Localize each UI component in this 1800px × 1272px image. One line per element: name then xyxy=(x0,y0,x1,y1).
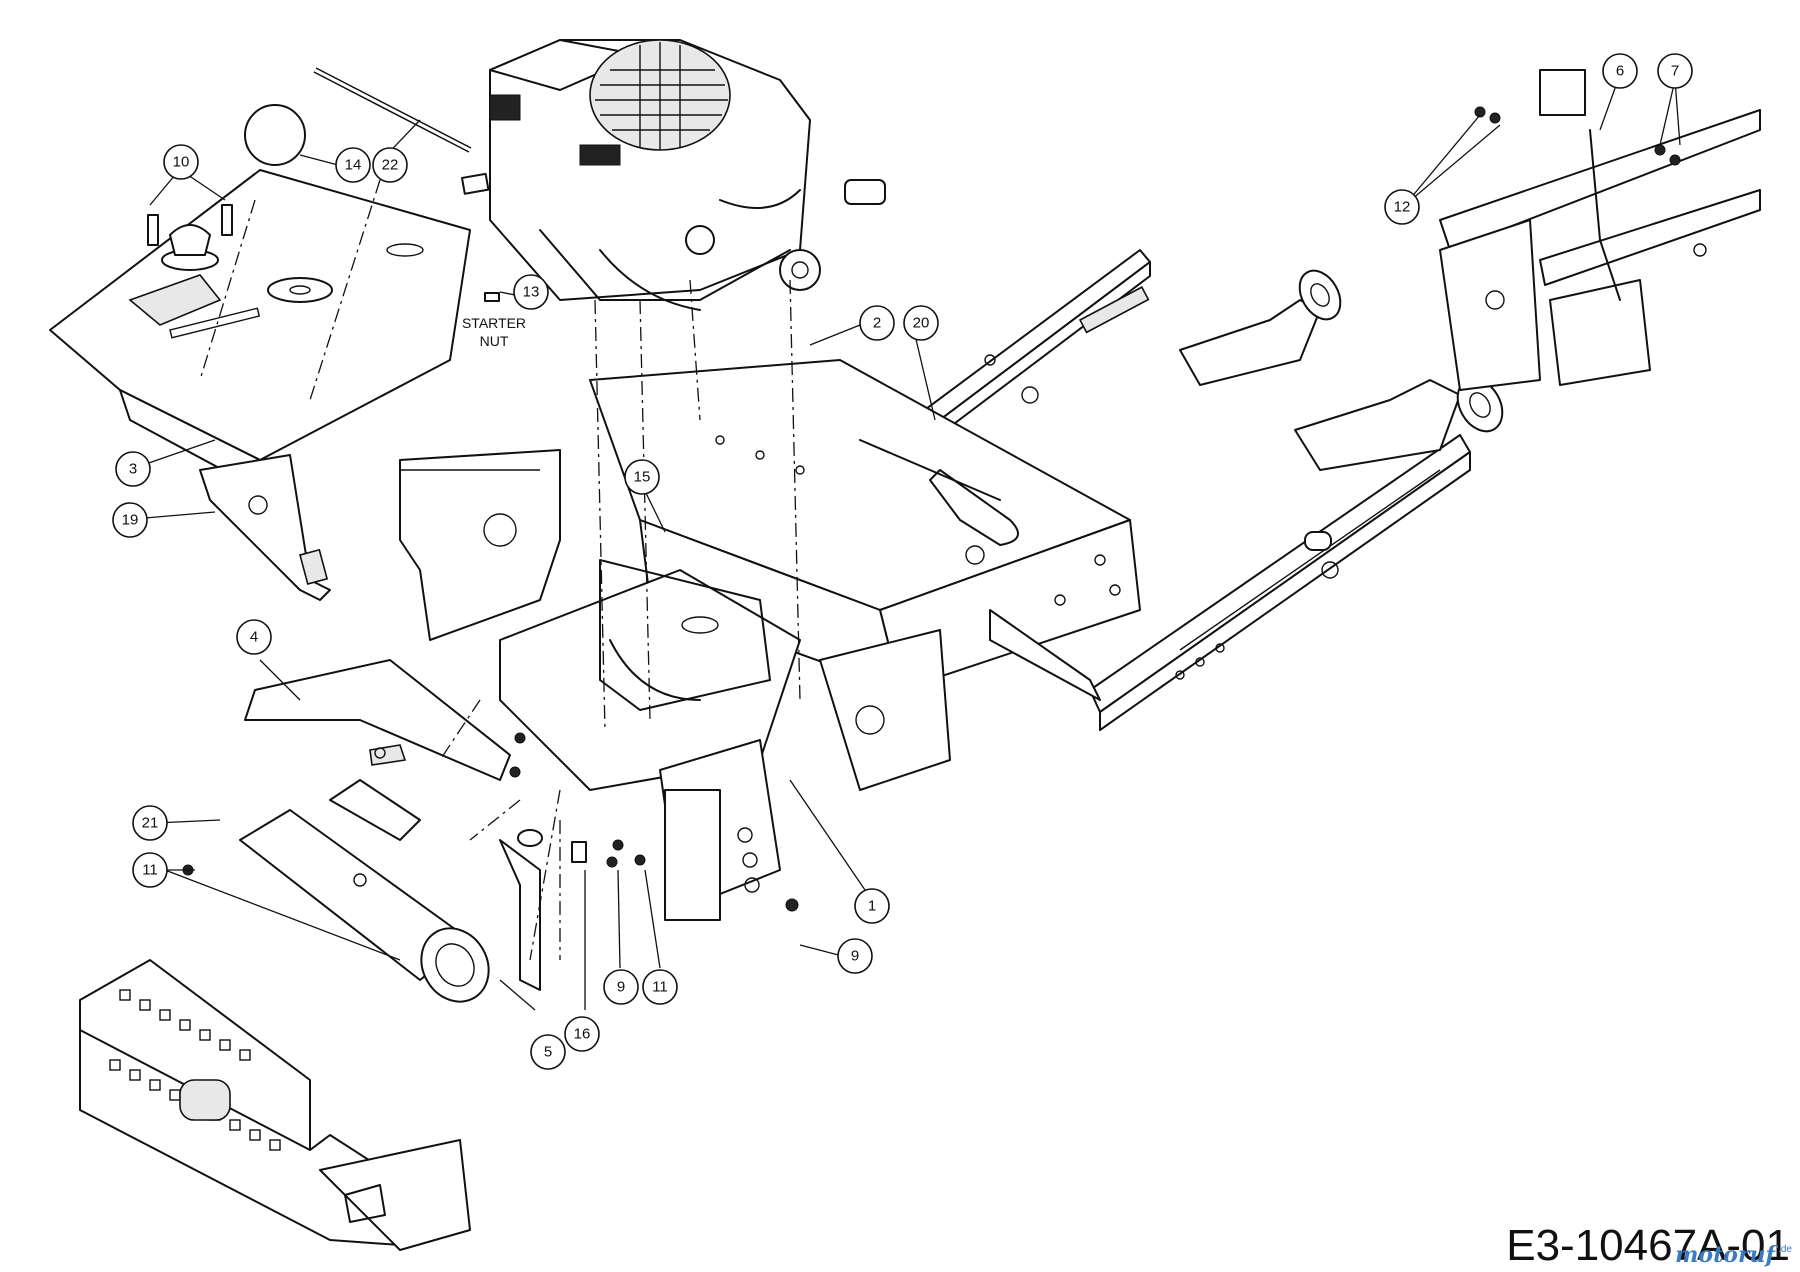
callout-11-label: 11 xyxy=(142,862,158,879)
callout-11-label: 11 xyxy=(652,979,668,996)
callout-20-label: 20 xyxy=(913,315,930,332)
engine-fan-grille-icon xyxy=(595,42,728,150)
callout-20: 20 xyxy=(903,305,939,341)
part-22-rod xyxy=(313,67,490,195)
callout-6: 6 xyxy=(1602,53,1638,89)
callout-5-label: 5 xyxy=(544,1044,552,1061)
main-chassis xyxy=(589,359,1141,701)
fasteners xyxy=(182,106,1681,912)
callout-10-label: 10 xyxy=(173,154,190,171)
callout-21-label: 21 xyxy=(142,815,159,832)
starter-nut-note-line2: NUT xyxy=(480,333,509,349)
callout-6-label: 6 xyxy=(1616,63,1624,80)
callout-2-label: 2 xyxy=(873,315,881,332)
watermark-suffix: .de xyxy=(1778,1244,1792,1255)
callout-19-label: 19 xyxy=(122,512,139,529)
callout-16-label: 16 xyxy=(574,1026,591,1043)
muffler-5 xyxy=(239,779,543,1003)
callout-15: 15 xyxy=(624,459,660,495)
callout-10: 10 xyxy=(163,144,199,180)
callout-4-label: 4 xyxy=(250,629,258,646)
pivot-bracket-upper xyxy=(1179,269,1342,386)
shield-bolt-icon xyxy=(147,204,233,246)
callout-12: 12 xyxy=(1384,189,1420,225)
callout-4: 4 xyxy=(236,619,272,655)
left-side-plate xyxy=(399,449,561,641)
bracket-19 xyxy=(199,454,331,601)
drawing-code: E3-10467A-01 xyxy=(1506,1221,1790,1270)
callout-13: 13 xyxy=(513,274,549,310)
callout-16: 16 xyxy=(564,1016,600,1052)
callout-2: 2 xyxy=(859,305,895,341)
callout-15-label: 15 xyxy=(634,469,651,486)
callout-9-label: 9 xyxy=(617,979,625,996)
shield-knob-icon xyxy=(161,224,219,271)
callout-21: 21 xyxy=(132,805,168,841)
watermark-text: motoruf xyxy=(1675,1242,1778,1268)
callout-5: 5 xyxy=(530,1034,566,1070)
callout-22: 22 xyxy=(372,147,408,183)
pivot-bracket-lower xyxy=(1294,377,1504,471)
frame-rail-right xyxy=(1089,434,1471,731)
callout-1-label: 1 xyxy=(868,898,876,915)
watermark-logo: motoruf .de xyxy=(1675,1242,1792,1268)
callout-14: 14 xyxy=(335,147,371,183)
callout-9-center: 9 xyxy=(603,969,639,1005)
engine-assembly xyxy=(489,39,886,311)
assembly-lines xyxy=(199,179,801,961)
callout-7-label: 7 xyxy=(1671,63,1679,80)
engine-shield xyxy=(49,169,471,491)
grille-slots-icon xyxy=(109,989,281,1151)
callout-11-center: 11 xyxy=(642,969,678,1005)
callout-14-label: 14 xyxy=(345,157,362,174)
part-14-ball xyxy=(244,104,306,166)
callout-9-right: 9 xyxy=(837,938,873,974)
callout-12-label: 12 xyxy=(1394,199,1411,216)
heat-shield-4 xyxy=(244,659,511,781)
callout-11-left: 11 xyxy=(132,852,168,888)
callout-19: 19 xyxy=(112,502,148,538)
callout-22-label: 22 xyxy=(382,157,399,174)
starter-nut-note-line1: STARTER xyxy=(462,315,526,331)
rear-grille-guard xyxy=(79,959,471,1251)
callout-7: 7 xyxy=(1657,53,1693,89)
callout-3: 3 xyxy=(115,451,151,487)
rear-frame-section xyxy=(1439,69,1761,391)
callout-13-label: 13 xyxy=(523,284,540,301)
callout-3-label: 3 xyxy=(129,461,137,478)
engine-mount-assembly xyxy=(499,559,951,921)
callout-9-label: 9 xyxy=(851,948,859,965)
callout-1: 1 xyxy=(854,888,890,924)
